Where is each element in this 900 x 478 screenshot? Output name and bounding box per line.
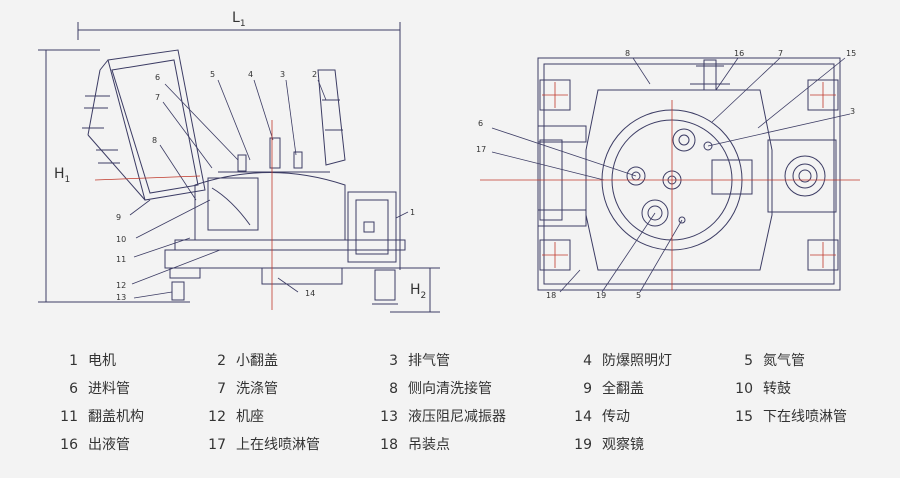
top-callout-5: 5 (636, 291, 641, 300)
legend-label: 侧向清洗接管 (408, 381, 492, 397)
legend-item-19: 19 观察镜 (574, 434, 644, 454)
legend-label: 液压阻尼减振器 (408, 409, 506, 425)
legend-item-13: 13 液压阻尼减振器 (380, 406, 506, 426)
dim-h1-label: H1 (54, 166, 70, 185)
legend-number: 10 (735, 381, 753, 397)
side-callout-3: 3 (280, 70, 285, 79)
legend-label: 机座 (236, 409, 264, 425)
legend-item-14: 14 传动 (574, 406, 630, 426)
legend-item-9: 9 全翻盖 (574, 378, 644, 398)
legend-label: 防爆照明灯 (602, 353, 672, 369)
legend-item-6: 6 进料管 (60, 378, 130, 398)
side-callout-11: 11 (116, 255, 126, 264)
legend-label: 全翻盖 (602, 381, 644, 397)
legend-label: 上在线喷淋管 (236, 437, 320, 453)
leader-lines (129, 57, 851, 299)
legend-label: 翻盖机构 (88, 409, 144, 425)
legend-number: 17 (208, 437, 226, 453)
side-callout-2: 2 (312, 70, 317, 79)
legend-item-5: 5 氮气管 (735, 350, 805, 370)
legend-label: 氮气管 (763, 353, 805, 369)
legend-number: 13 (380, 409, 398, 425)
legend-item-1: 1 电机 (60, 350, 116, 370)
top-view (537, 57, 841, 291)
dim-l1-label: L1 (232, 10, 246, 29)
legend-item-8: 8 侧向清洗接管 (380, 378, 492, 398)
center-lines (94, 82, 860, 310)
side-callout-8: 8 (152, 136, 157, 145)
legend-label: 传动 (602, 409, 630, 425)
legend-item-11: 11 翻盖机构 (60, 406, 144, 426)
dim-h2-label: H2 (410, 282, 426, 301)
top-callout-8: 8 (625, 49, 630, 58)
side-view (38, 22, 440, 313)
side-callout-14: 14 (305, 289, 315, 298)
top-callout-17: 17 (476, 145, 486, 154)
side-callout-10: 10 (116, 235, 126, 244)
engineering-drawing: L1 H1 H2 6 5 4 3 2 7 8 9 10 11 12 13 14 1 8 16 7 15 3 6 17 1… (38, 10, 860, 313)
legend-number: 3 (389, 353, 398, 369)
legend-item-10: 10 转鼓 (735, 378, 791, 398)
parts-legend: 1 电机 2 小翻盖 3 排气管 4 防爆照明灯 5 氮气管 6 进料管 7 洗涤管 8 侧向清洗接管 9 全翻盖… (0, 340, 900, 470)
legend-label: 观察镜 (602, 437, 644, 453)
legend-number: 7 (217, 381, 226, 397)
side-callout-6: 6 (155, 73, 160, 82)
legend-item-7: 7 洗涤管 (208, 378, 278, 398)
legend-number: 4 (583, 353, 592, 369)
top-callout-18: 18 (546, 291, 556, 300)
side-callout-7: 7 (155, 93, 160, 102)
legend-number: 16 (60, 437, 78, 453)
side-callout-5: 5 (210, 70, 215, 79)
legend-item-3: 3 排气管 (380, 350, 450, 370)
side-callout-1: 1 (410, 208, 415, 217)
side-view-callouts: 6 5 4 3 2 7 8 9 10 11 12 13 14 1 (116, 70, 415, 302)
legend-label: 下在线喷淋管 (763, 409, 847, 425)
legend-number: 11 (60, 409, 78, 425)
legend-number: 8 (389, 381, 398, 397)
top-callout-7: 7 (778, 49, 783, 58)
legend-label: 排气管 (408, 353, 450, 369)
top-callout-15: 15 (846, 49, 856, 58)
legend-number: 14 (574, 409, 592, 425)
legend-item-16: 16 出液管 (60, 434, 130, 454)
legend-item-2: 2 小翻盖 (208, 350, 278, 370)
legend-label: 出液管 (88, 437, 130, 453)
side-callout-9: 9 (116, 213, 121, 222)
legend-label: 转鼓 (763, 381, 791, 397)
legend-label: 吊装点 (408, 437, 450, 453)
top-callout-6: 6 (478, 119, 483, 128)
legend-item-4: 4 防爆照明灯 (574, 350, 672, 370)
legend-number: 5 (744, 353, 753, 369)
legend-label: 洗涤管 (236, 381, 278, 397)
top-view-callouts: 8 16 7 15 3 6 17 18 19 5 (476, 49, 856, 300)
legend-item-18: 18 吊装点 (380, 434, 450, 454)
top-callout-16: 16 (734, 49, 744, 58)
legend-number: 18 (380, 437, 398, 453)
legend-label: 小翻盖 (236, 353, 278, 369)
side-callout-12: 12 (116, 281, 126, 290)
side-callout-13: 13 (116, 293, 126, 302)
legend-number: 15 (735, 409, 753, 425)
top-callout-3: 3 (850, 107, 855, 116)
top-callout-19: 19 (596, 291, 606, 300)
side-callout-4: 4 (248, 70, 253, 79)
legend-item-15: 15 下在线喷淋管 (735, 406, 847, 426)
legend-label: 电机 (88, 353, 116, 369)
legend-number: 19 (574, 437, 592, 453)
legend-number: 6 (69, 381, 78, 397)
legend-item-12: 12 机座 (208, 406, 264, 426)
legend-number: 12 (208, 409, 226, 425)
legend-number: 1 (69, 353, 78, 369)
legend-number: 9 (583, 381, 592, 397)
legend-number: 2 (217, 353, 226, 369)
legend-item-17: 17 上在线喷淋管 (208, 434, 320, 454)
legend-label: 进料管 (88, 381, 130, 397)
